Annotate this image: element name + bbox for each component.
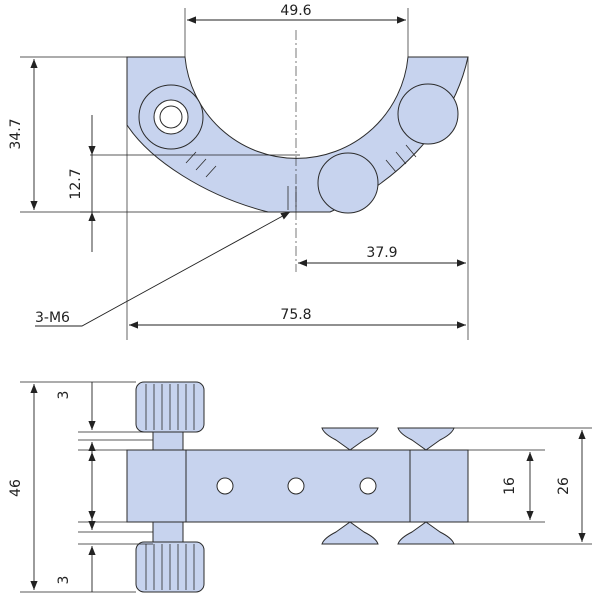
- lower-shaft: [152, 521, 184, 545]
- thread-callout-label: 3-M6: [35, 310, 70, 326]
- side-hole-right: [359, 477, 377, 495]
- dim-label-16: 16: [502, 477, 518, 495]
- left-mount-hole-outer: [153, 99, 189, 135]
- dim-label-75-8: 75.8: [280, 307, 311, 323]
- top-view: 49.6 34.7 12.7 37.9 75.8 3-M6: [8, 3, 469, 340]
- v-roller-bottom-right: [397, 521, 455, 545]
- thread-callout-leader: [35, 211, 291, 327]
- left-mount-hole-inner: [159, 105, 183, 129]
- side-hole-center: [287, 477, 305, 495]
- dim-label-34-7: 34.7: [8, 118, 24, 149]
- dim-label-12-7: 12.7: [68, 168, 84, 199]
- side-view: 46 3 3 16 26: [8, 381, 592, 593]
- dim-label-3-bottom: 3: [56, 576, 72, 585]
- half-ring-body: [126, 56, 469, 213]
- index-marks: [185, 144, 417, 210]
- upper-knurled-knob: [135, 381, 205, 433]
- dim-label-37-9: 37.9: [366, 245, 397, 261]
- v-roller-top-right: [397, 427, 455, 451]
- dim-label-46: 46: [8, 479, 24, 497]
- v-roller-bottom-left: [321, 521, 379, 545]
- v-roller-top-left: [321, 427, 379, 451]
- side-hole-left: [216, 477, 234, 495]
- dim-label-26: 26: [556, 477, 572, 495]
- adjuster-knob-upper: [397, 83, 459, 145]
- dim-label-49-6: 49.6: [280, 3, 311, 19]
- dim-label-3-top: 3: [56, 391, 72, 400]
- lower-knurled-knob: [135, 541, 205, 593]
- upper-shaft: [152, 431, 184, 451]
- adjuster-knob-lower: [317, 152, 379, 214]
